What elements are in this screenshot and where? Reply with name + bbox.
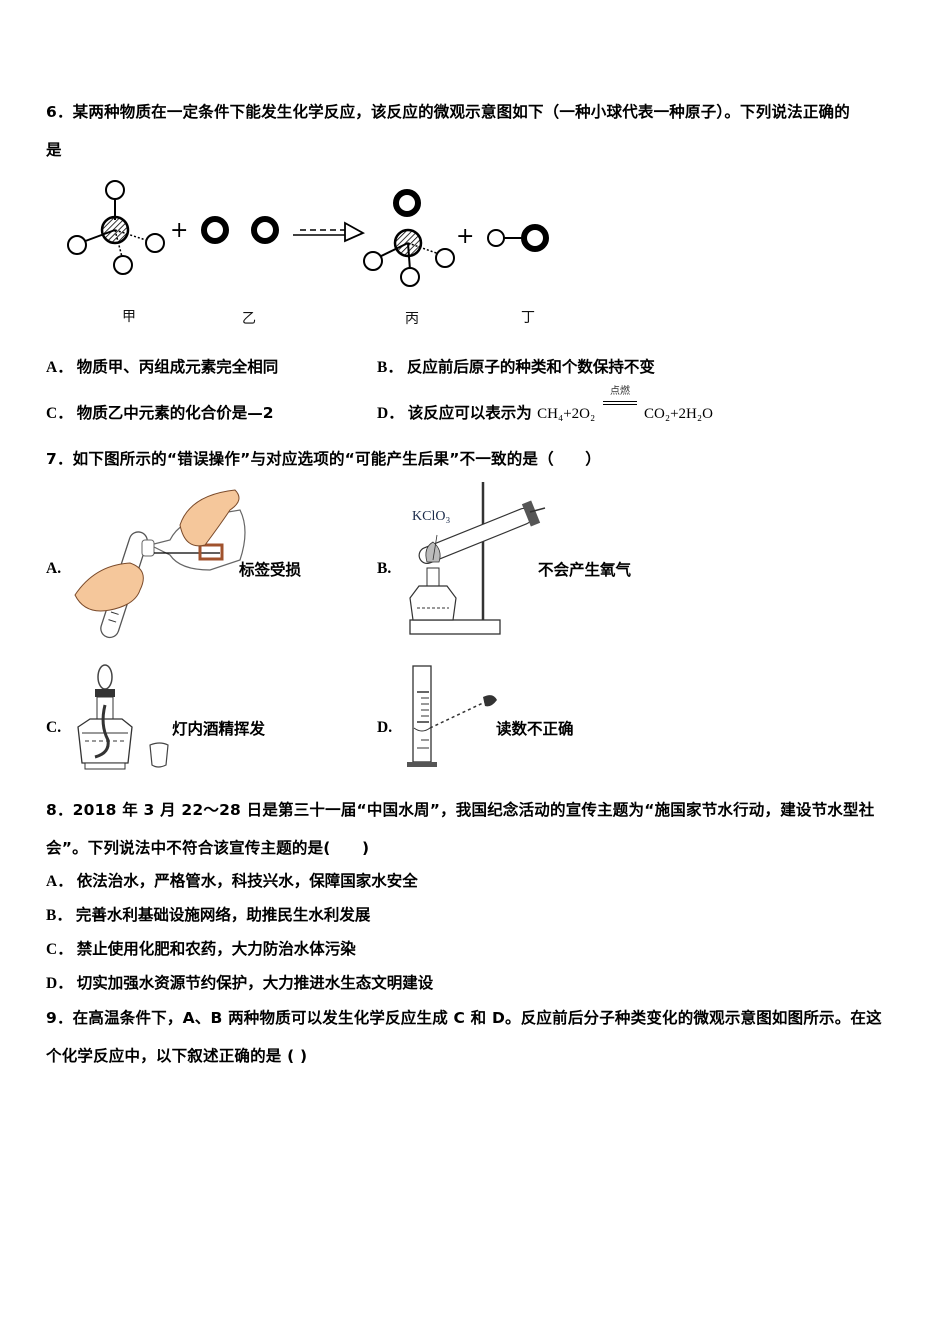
molecule-yi-icon: [201, 216, 279, 244]
q8-stem-line2: 会”。下列说法中不符合该宣传主题的是( ): [46, 839, 370, 857]
q7-option-c-key[interactable]: C.: [46, 719, 62, 736]
equals-bar-top: [603, 401, 637, 402]
q8-option-d[interactable]: D．切实加强水资源节约保护，大力推进水生态文明建设: [46, 974, 434, 992]
reaction-condition: 点燃: [603, 386, 637, 405]
q7-option-a-caption: 标签受损: [239, 561, 302, 579]
q6-reaction-diagram: + +: [67, 180, 549, 287]
equation-left: CH₄+2O₂: [537, 406, 596, 422]
label-yi: 乙: [242, 311, 256, 327]
equation-right: CO₂+2H₂O: [644, 406, 713, 422]
q9-stem-line1: 9．在高温条件下，A、B 两种物质可以发生化学反应生成 C 和 D。反应前后分子…: [46, 1009, 882, 1027]
q6-option-a[interactable]: A．物质甲、丙组成元素完全相同: [46, 358, 279, 376]
kclo3-label: KClO₃: [412, 509, 451, 524]
molecule-jia-icon: [67, 180, 165, 275]
q7-option-d-caption: 读数不正确: [496, 720, 574, 738]
q7-option-b-key[interactable]: B.: [377, 560, 392, 577]
q7-option-a-key[interactable]: A.: [46, 560, 62, 577]
label-jia: 甲: [122, 309, 136, 325]
graduated-cylinder-illustration: [407, 665, 497, 767]
q7-option-d-key[interactable]: D.: [377, 719, 393, 736]
reaction-arrow-icon: [293, 221, 366, 243]
q6-option-d[interactable]: D．该反应可以表示为 CH₄+2O₂ CO₂+2H₂O: [377, 404, 713, 422]
label-ding: 丁: [521, 310, 535, 326]
q6-option-b[interactable]: B．反应前后原子的种类和个数保持不变: [377, 358, 655, 376]
q7-option-b-caption: 不会产生氧气: [538, 561, 632, 579]
q6-stem-line2: 是: [46, 141, 62, 159]
q6-option-c[interactable]: C．物质乙中元素的化合价是—2: [46, 404, 274, 422]
q6-stem-line1: 6．某两种物质在一定条件下能发生化学反应，该反应的微观示意图如下（一种小球代表一…: [46, 103, 850, 121]
equals-bar-bottom: [603, 404, 637, 405]
q8-option-c[interactable]: C．禁止使用化肥和农药，大力防治水体污染: [46, 940, 356, 958]
q9-stem-line2: 个化学反应中，以下叙述正确的是 ( ): [46, 1047, 308, 1065]
alcohol-lamp-illustration: [77, 664, 169, 770]
heating-kclo3-apparatus: [409, 482, 546, 635]
svg-text:+: +: [170, 218, 188, 243]
q7-stem: 7．如下图所示的“错误操作”与对应选项的“可能产生后果”不一致的是（ ）: [46, 450, 601, 468]
label-bing: 丙: [405, 311, 419, 327]
q8-stem-line1: 8．2018 年 3 月 22～28 日是第三十一届“中国水周”，我国纪念活动的…: [46, 801, 875, 819]
q8-option-a[interactable]: A．依法治水，严格管水，科技兴水，保障国家水安全: [46, 872, 418, 890]
q7-option-c-caption: 灯内酒精挥发: [172, 720, 266, 738]
q8-option-b[interactable]: B．完善水利基础设施网络，助推民生水利发展: [46, 906, 371, 924]
molecule-ding-icon: [487, 224, 549, 252]
molecule-bing-icon: [363, 189, 455, 287]
svg-text:+: +: [456, 224, 474, 249]
pouring-liquid-illustration: [74, 489, 246, 639]
